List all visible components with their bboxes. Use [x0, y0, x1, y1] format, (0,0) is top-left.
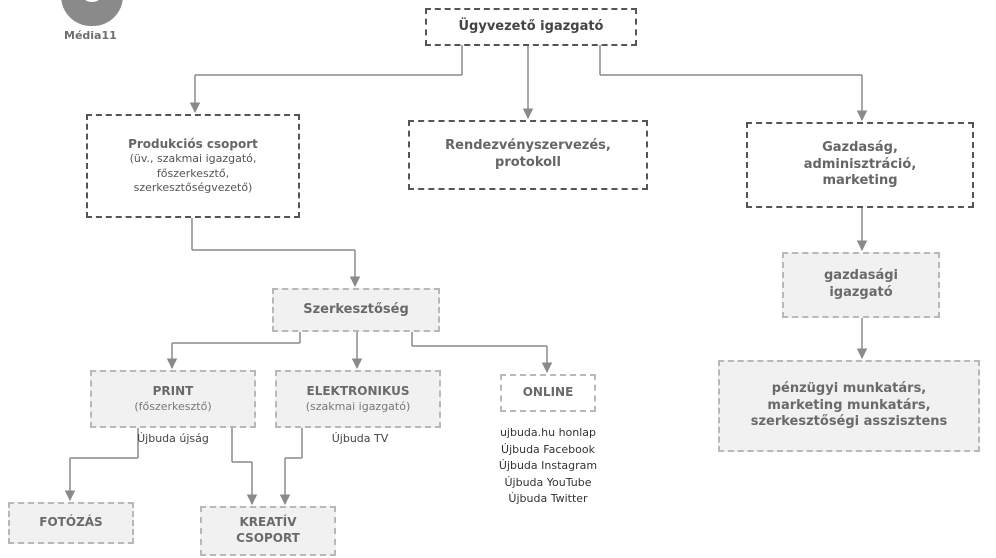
node-economy-label: Gazdaság, adminisztráció, marketing — [803, 139, 917, 189]
online-channel-item: Újbuda YouTube — [504, 475, 592, 489]
node-events-label: Rendezvényszervezés, protokoll — [445, 138, 611, 170]
node-production-label: Produkciós csoport — [128, 136, 258, 151]
node-print: PRINT (főszerkesztő) — [90, 370, 256, 428]
node-electronic: ELEKTRONIKUS (szakmai igazgató) — [275, 370, 441, 428]
online-channel-list: ujbuda.hu honlap Újbuda Facebook Újbuda … — [478, 425, 618, 508]
node-economy: Gazdaság, adminisztráció, marketing — [746, 122, 974, 208]
node-financial-director-label: gazdasági igazgató — [824, 268, 898, 300]
node-creative: KREATÍV CSOPORT — [200, 506, 336, 556]
online-channel-item: Újbuda Facebook — [501, 442, 595, 456]
node-editorial: Szerkesztőség — [272, 288, 440, 332]
node-production: Produkciós csoport (üv., szakmai igazgat… — [86, 114, 300, 218]
node-electronic-label: ELEKTRONIKUS — [306, 384, 410, 399]
media11-logo-mark — [61, 0, 123, 26]
node-events: Rendezvényszervezés, protokoll — [408, 120, 648, 190]
node-photo-label: FOTÓZÁS — [39, 515, 103, 530]
print-caption: Újbuda újság — [137, 432, 209, 445]
node-staff: pénzügyi munkatárs, marketing munkatárs,… — [718, 360, 980, 452]
logo-text: Média11 — [64, 29, 117, 42]
node-ceo-label: Ügyvezető igazgató — [458, 18, 604, 34]
media11-logo: Média11 — [55, 0, 135, 50]
node-print-label: PRINT — [152, 384, 194, 399]
node-online: ONLINE — [500, 374, 596, 412]
node-staff-label: pénzügyi munkatárs, marketing munkatárs,… — [750, 380, 948, 430]
node-print-detail: (főszerkesztő) — [134, 399, 212, 413]
node-editorial-label: Szerkesztőség — [303, 301, 409, 317]
online-channel-item: ujbuda.hu honlap — [499, 426, 597, 439]
node-ceo: Ügyvezető igazgató — [425, 8, 637, 46]
node-photo: FOTÓZÁS — [8, 502, 134, 544]
electronic-caption: Újbuda TV — [331, 432, 389, 445]
node-financial-director: gazdasági igazgató — [782, 252, 940, 318]
node-electronic-detail: (szakmai igazgató) — [305, 399, 411, 413]
online-channel-item: Újbuda Twitter — [508, 492, 588, 505]
online-channel-item: Újbuda Instagram — [498, 459, 598, 472]
node-production-detail: (üv., szakmai igazgató, főszerkesztő, sz… — [129, 152, 257, 194]
node-online-label: ONLINE — [522, 385, 574, 400]
node-creative-label: KREATÍV CSOPORT — [236, 515, 300, 545]
